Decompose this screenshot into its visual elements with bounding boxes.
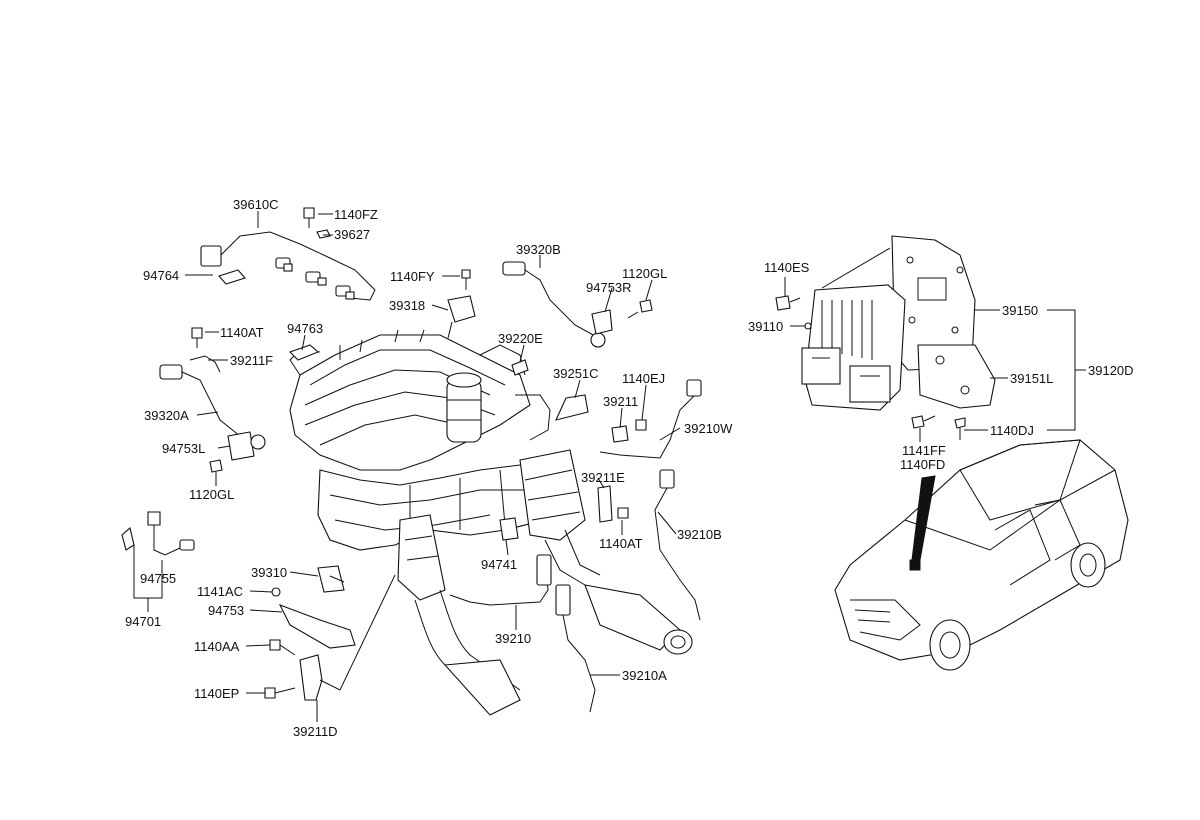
label-39320a: 39320A bbox=[144, 408, 189, 423]
label-1140es: 1140ES bbox=[764, 260, 810, 275]
label-39151l: 39151L bbox=[1010, 371, 1053, 386]
engine-assembly bbox=[289, 329, 693, 716]
label-1140at-upper: 1140AT bbox=[220, 325, 264, 340]
label-1141ac: 1141AC bbox=[197, 584, 243, 599]
label-39210: 39210 bbox=[495, 631, 531, 646]
label-1140fy: 1140FY bbox=[390, 269, 435, 284]
label-39211: 39211 bbox=[603, 394, 638, 409]
label-39318: 39318 bbox=[389, 298, 425, 313]
label-39310: 39310 bbox=[251, 565, 287, 580]
label-39320b: 39320B bbox=[516, 242, 561, 257]
vehicle-illustration bbox=[834, 439, 1129, 671]
label-94753l: 94753L bbox=[162, 441, 205, 456]
label-1140at-lower: 1140AT bbox=[599, 536, 643, 551]
leader-lines bbox=[133, 211, 1086, 722]
label-39211e: 39211E bbox=[581, 470, 625, 485]
label-39251c: 39251C bbox=[553, 366, 599, 381]
small-parts bbox=[121, 207, 966, 713]
label-94741: 94741 bbox=[481, 557, 517, 572]
label-1140fz: 1140FZ bbox=[334, 207, 378, 222]
label-94753r: 94753R bbox=[586, 280, 632, 295]
label-39150: 39150 bbox=[1002, 303, 1038, 318]
label-39610c: 39610C bbox=[233, 197, 279, 212]
label-94701: 94701 bbox=[125, 614, 161, 629]
label-1140dj: 1140DJ bbox=[990, 423, 1034, 438]
label-39220e: 39220E bbox=[498, 331, 543, 346]
label-39211f: 39211F bbox=[230, 353, 273, 368]
label-94755: 94755 bbox=[140, 571, 176, 586]
label-1140fd: 1140FD bbox=[900, 457, 945, 472]
label-94764: 94764 bbox=[143, 268, 179, 283]
label-39210b: 39210B bbox=[677, 527, 722, 542]
label-1141ff: 1141FF bbox=[902, 443, 946, 458]
callout-labels: 39610C 1140FZ 39627 94764 1140FY 39318 3… bbox=[125, 197, 1134, 739]
wiring-harness-39610c bbox=[200, 231, 376, 301]
label-39210a: 39210A bbox=[622, 668, 667, 683]
label-39210w: 39210W bbox=[684, 421, 733, 436]
label-1120gl-upper: 1120GL bbox=[622, 266, 667, 281]
label-1140aa: 1140AA bbox=[194, 639, 240, 654]
label-94753: 94753 bbox=[208, 603, 244, 618]
label-1120gl-lower: 1120GL bbox=[189, 487, 234, 502]
label-1140ep: 1140EP bbox=[194, 686, 239, 701]
label-1140ej: 1140EJ bbox=[622, 371, 665, 386]
label-39120d: 39120D bbox=[1088, 363, 1134, 378]
label-94763: 94763 bbox=[287, 321, 323, 336]
label-39627: 39627 bbox=[334, 227, 370, 242]
ecu-assembly bbox=[801, 235, 996, 411]
label-39211d: 39211D bbox=[293, 724, 338, 739]
label-39110: 39110 bbox=[748, 319, 783, 334]
